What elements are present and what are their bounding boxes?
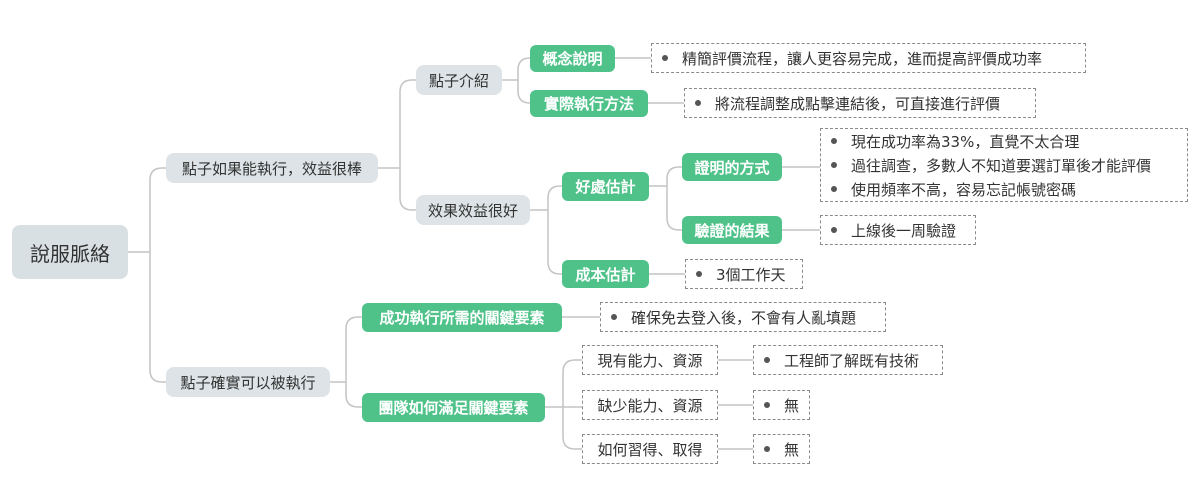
note-missing[interactable]: 無 [753,390,810,420]
topic-label: 點子如果能執行，效益很棒 [181,159,362,178]
note-bullet: 過往調查，多數人不知道要選訂單後才能評價 [831,155,1151,176]
topic-concept[interactable]: 概念說明 [530,45,615,72]
note-existing[interactable]: 工程師了解既有技術 [753,345,943,375]
topic-effect-benefit[interactable]: 效果效益很好 [416,195,530,225]
topic-label: 點子介紹 [428,71,489,90]
topic-existing-resources[interactable]: 現有能力、資源 [582,345,718,375]
topic-label: 如何習得、取得 [597,440,703,459]
note-bullet: 現在成功率為33%，直覺不太合理 [831,131,1079,152]
topic-team-meets[interactable]: 團隊如何滿足關鍵要素 [362,393,545,422]
note-text: 3個工作天 [716,265,786,284]
note-text: 無 [784,396,800,415]
note-proof[interactable]: 現在成功率為33%，直覺不太合理 過往調查，多數人不知道要選訂單後才能評價 使用… [820,128,1188,202]
note-text: 精簡評價流程，讓人更容易完成，進而提高評價成功率 [682,49,1043,68]
topic-label: 實際執行方法 [543,95,634,113]
note-bullet: 3個工作天 [696,264,786,285]
note-text: 過往調查，多數人不知道要選訂單後才能評價 [851,156,1152,175]
topic-label: 成本估計 [575,265,636,284]
bullet-dot-icon [831,138,837,144]
note-text: 確保免去登入後，不會有人亂填題 [631,308,857,327]
note-method[interactable]: 將流程調整成點擊連結後，可直接進行評價 [684,88,1036,118]
bullet-dot-icon [764,402,770,408]
note-acquire[interactable]: 無 [753,434,810,464]
topic-label: 成功執行所需的關鍵要素 [379,309,545,327]
note-concept[interactable]: 精簡評價流程，讓人更容易完成，進而提高評價成功率 [651,43,1086,73]
topic-cost-estimate[interactable]: 成本估計 [562,260,649,288]
bullet-dot-icon [764,446,770,452]
note-bullet: 將流程調整成點擊連結後，可直接進行評價 [695,93,1000,114]
topic-missing-resources[interactable]: 缺少能力、資源 [582,390,718,420]
topic-label: 驗證的結果 [694,221,770,240]
note-bullet: 確保免去登入後，不會有人亂填題 [611,307,856,328]
topic-label: 概念說明 [542,50,603,68]
bullet-dot-icon [831,227,837,233]
note-bullet: 上線後一周驗證 [831,220,956,241]
topic-feasible-benefit[interactable]: 點子如果能執行，效益很棒 [166,153,378,183]
topic-proof-method[interactable]: 證明的方式 [682,153,782,181]
topic-label: 團隊如何滿足關鍵要素 [378,399,529,417]
note-text: 無 [784,440,800,459]
topic-acquire-resources[interactable]: 如何習得、取得 [582,434,718,464]
bullet-dot-icon [662,55,668,61]
note-text: 將流程調整成點擊連結後，可直接進行評價 [715,94,1001,113]
bullet-dot-icon [764,357,770,363]
topic-validation-result[interactable]: 驗證的結果 [682,216,782,244]
topic-benefit-estimate[interactable]: 好處估計 [562,172,649,201]
note-bullet: 無 [764,395,799,416]
topic-label: 點子確實可以被執行 [180,373,316,392]
topic-method[interactable]: 實際執行方法 [530,90,648,117]
topic-label: 缺少能力、資源 [597,396,703,415]
note-bullet: 工程師了解既有技術 [764,350,919,371]
bullet-dot-icon [695,100,701,106]
note-cost[interactable]: 3個工作天 [685,259,803,289]
bullet-dot-icon [696,271,702,277]
topic-label: 現有能力、資源 [597,351,703,370]
note-text: 使用頻率不高，容易忘記帳號密碼 [851,180,1077,199]
note-key-elements[interactable]: 確保免去登入後，不會有人亂填題 [600,302,886,332]
bullet-dot-icon [831,186,837,192]
root-topic-label: 說服脈絡 [30,241,110,266]
bullet-dot-icon [611,314,617,320]
topic-label: 證明的方式 [694,158,770,177]
note-text: 現在成功率為33%，直覺不太合理 [851,132,1080,151]
topic-executable[interactable]: 點子確實可以被執行 [166,367,330,397]
topic-label: 效果效益很好 [427,201,518,220]
root-topic[interactable]: 說服脈絡 [12,225,128,279]
note-text: 上線後一周驗證 [851,221,957,240]
note-bullet: 精簡評價流程，讓人更容易完成，進而提高評價成功率 [662,48,1042,69]
bullet-dot-icon [831,162,837,168]
topic-idea-intro[interactable]: 點子介紹 [416,65,502,95]
note-text: 工程師了解既有技術 [784,351,920,370]
note-bullet: 無 [764,439,799,460]
topic-key-elements[interactable]: 成功執行所需的關鍵要素 [362,303,562,332]
topic-label: 好處估計 [575,178,636,196]
note-result[interactable]: 上線後一周驗證 [820,215,976,245]
note-bullet: 使用頻率不高，容易忘記帳號密碼 [831,179,1076,200]
